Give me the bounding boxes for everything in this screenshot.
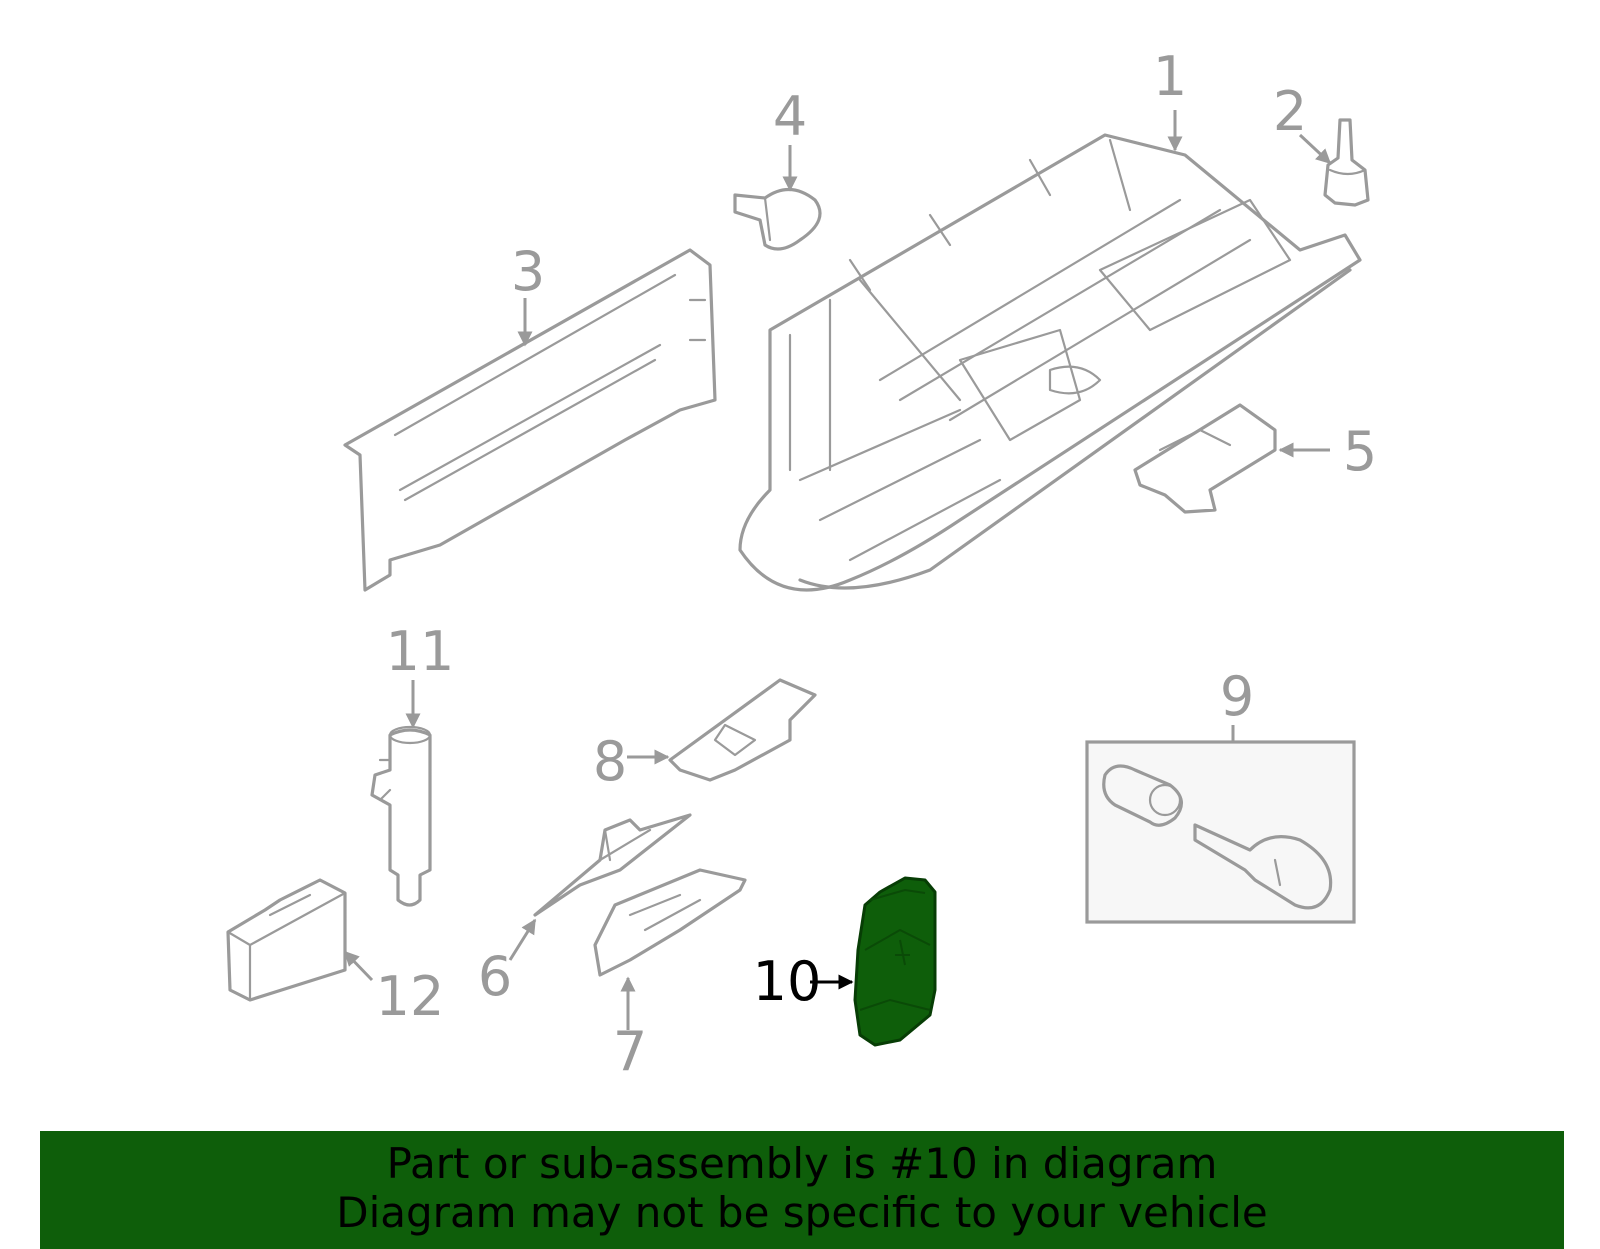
part-5-striker[interactable]	[1133, 403, 1277, 514]
banner-line-1: Part or sub-assembly is #10 in diagram	[386, 1139, 1218, 1188]
callout-label-10: 10	[753, 950, 822, 1013]
part-2-bumper[interactable]	[1323, 118, 1370, 207]
part-9-lock-and-key-set[interactable]	[1085, 740, 1356, 924]
part-1-glove-box[interactable]	[738, 133, 1362, 592]
info-banner: Part or sub-assembly is #10 in diagram D…	[40, 1131, 1564, 1249]
part-10-highlighted-lock-cover[interactable]	[853, 876, 937, 1047]
callout-11: 11	[386, 620, 455, 729]
callout-label-7: 7	[613, 1020, 647, 1083]
callout-9: 9	[1220, 665, 1254, 742]
callout-label-3: 3	[511, 240, 545, 303]
part-11-damper[interactable]	[370, 725, 432, 907]
part-4-clip[interactable]	[733, 187, 822, 251]
part-8-plate[interactable]	[668, 678, 817, 782]
callout-label-5: 5	[1343, 420, 1377, 483]
part-12-switch-housing[interactable]	[226, 878, 347, 1002]
callout-7: 7	[613, 976, 647, 1083]
callout-10: 10	[753, 950, 854, 1013]
callout-2: 2	[1273, 80, 1332, 165]
callout-3: 3	[511, 240, 545, 347]
part-6-bracket[interactable]	[533, 813, 692, 917]
callout-8: 8	[593, 730, 670, 793]
callout-5: 5	[1278, 420, 1377, 483]
callout-4: 4	[773, 85, 807, 192]
callout-label-2: 2	[1273, 80, 1307, 143]
callout-label-1: 1	[1153, 45, 1187, 108]
callout-12: 12	[343, 950, 445, 1028]
banner-line-2: Diagram may not be specific to your vehi…	[336, 1188, 1268, 1237]
callout-label-11: 11	[386, 620, 455, 683]
part-7-latch[interactable]	[593, 868, 747, 977]
callout-label-6: 6	[478, 945, 512, 1008]
callout-1: 1	[1153, 45, 1187, 152]
parts-diagram: 1 2 3 4 5 6	[226, 45, 1377, 1083]
callout-label-4: 4	[773, 85, 807, 148]
callout-label-9: 9	[1220, 665, 1254, 728]
callout-6: 6	[478, 918, 537, 1008]
part-3-trim-panel[interactable]	[343, 248, 717, 592]
callout-label-12: 12	[376, 965, 445, 1028]
callout-label-8: 8	[593, 730, 627, 793]
